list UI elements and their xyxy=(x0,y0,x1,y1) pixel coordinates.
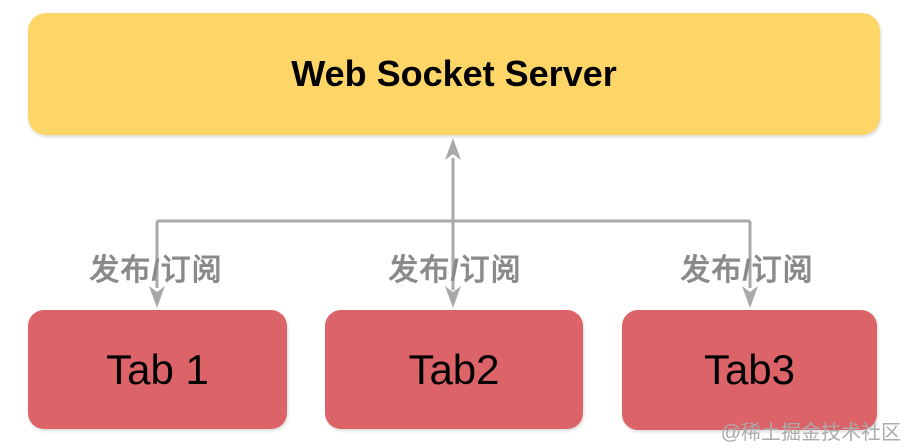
node-web-socket-server-label: Web Socket Server xyxy=(291,53,617,94)
node-tab-2-label: Tab2 xyxy=(408,345,500,393)
edge-label-publish-subscribe-right: 发布/订阅 xyxy=(680,254,814,287)
node-tab-1: Tab 1 xyxy=(28,310,287,429)
arrowhead-down-tab2-icon xyxy=(445,286,461,308)
node-web-socket-server: Web Socket Server xyxy=(28,13,880,135)
watermark: @稀土掘金技术社区 xyxy=(720,422,901,444)
node-tab-3-label: Tab3 xyxy=(703,346,796,393)
arrowhead-down-tab3-icon xyxy=(742,286,758,308)
edge-label-publish-subscribe-middle: 发布/订阅 xyxy=(388,254,522,287)
node-tab-3: Tab3 xyxy=(622,310,877,430)
node-tab-2: Tab2 xyxy=(325,310,583,429)
arrowhead-down-tab1-icon xyxy=(149,286,165,308)
arrowhead-up-server-icon xyxy=(445,138,461,160)
node-tab-1-label: Tab 1 xyxy=(106,345,209,393)
edge-label-publish-subscribe-left: 发布/订阅 xyxy=(89,254,223,287)
